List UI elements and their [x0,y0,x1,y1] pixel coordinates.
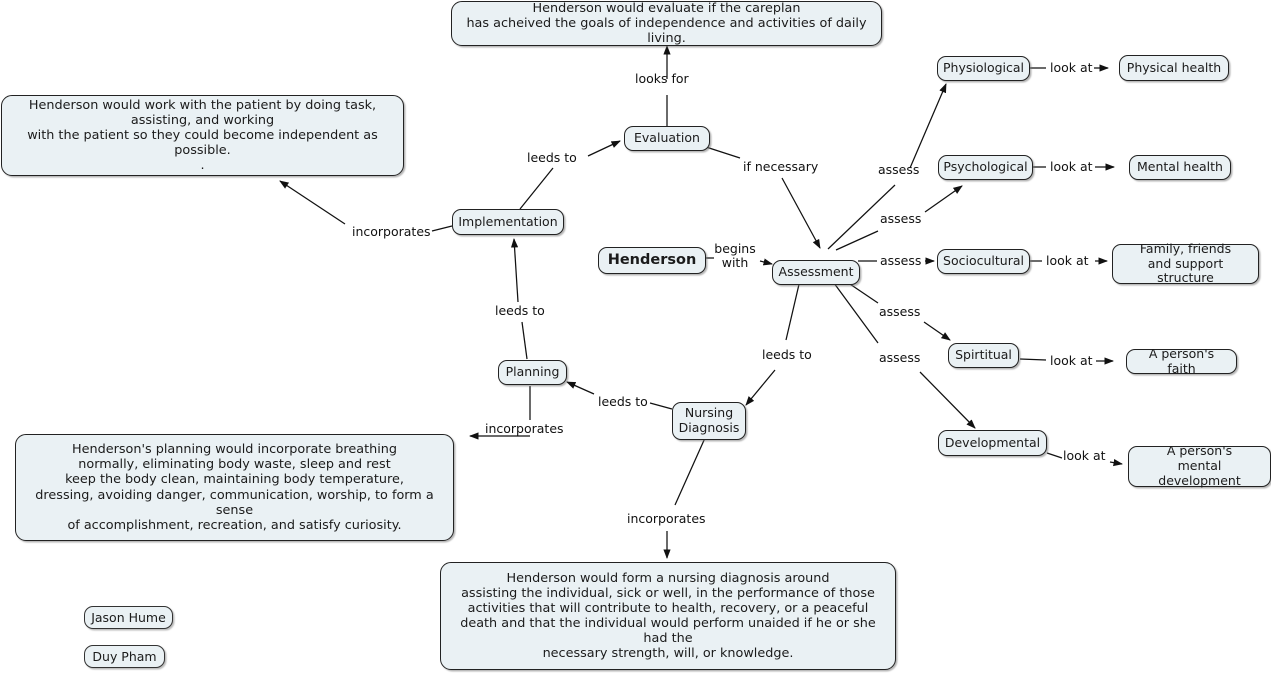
edge-label-assess-sociocultural: assess [880,253,922,268]
node-henderson-root[interactable]: Henderson [598,247,706,274]
edge-label-if-necessary: if necessary [743,159,819,174]
node-sociocultural[interactable]: Sociocultural [937,249,1030,274]
node-mental-development[interactable]: A person's mental development [1128,444,1271,488]
node-persons-faith[interactable]: A person's faith [1126,346,1237,375]
node-assessment[interactable]: Assessment [772,260,860,285]
edge-label-incorporates-planning: incorporates [485,421,564,436]
edge-label-assess-developmental: assess [879,350,921,365]
edge-label-look-at-mental-health: look at [1050,159,1093,174]
edge-label-assess-physiological: assess [878,162,920,177]
edge-label-look-at-mental-development: look at [1063,448,1106,463]
author-badge-duy-pham[interactable]: Duy Pham [84,645,165,668]
node-nursing-diagnosis-note[interactable]: Henderson would form a nursing diagnosis… [440,562,896,670]
edge-label-leeds-to-evaluation: leeds to [527,150,577,165]
edge-label-incorporates-implementation: incorporates [352,224,431,239]
node-evaluation-note[interactable]: Henderson would evaluate if the careplan… [451,1,882,46]
edge-label-look-at-physical-health: look at [1050,60,1093,75]
node-evaluation[interactable]: Evaluation [624,126,710,151]
edge-label-leeds-to-nursing-diagnosis: leeds to [762,347,812,362]
node-spiritual[interactable]: Spirtitual [948,343,1019,368]
edge-label-leeds-to-planning: leeds to [598,394,648,409]
node-physical-health[interactable]: Physical health [1119,55,1229,81]
node-planning[interactable]: Planning [498,360,567,385]
node-mental-health[interactable]: Mental health [1129,155,1231,180]
edge-label-assess-psychological: assess [880,211,922,226]
edge-label-assess-spiritual: assess [879,304,921,319]
edge-label-begins-with: begins with [714,241,756,271]
node-implementation-note[interactable]: Henderson would work with the patient by… [1,95,404,176]
edge-label-leeds-to-implementation: leeds to [495,303,545,318]
node-nursing-diagnosis[interactable]: Nursing Diagnosis [672,402,746,440]
node-physiological[interactable]: Physiological [937,56,1030,81]
node-planning-note[interactable]: Henderson's planning would incorporate b… [15,434,454,541]
edge-label-incorporates-nursing-diagnosis: incorporates [627,511,706,526]
edge-label-look-at-persons-faith: look at [1050,353,1093,368]
node-psychological[interactable]: Psychological [938,155,1033,180]
node-implementation[interactable]: Implementation [452,209,564,235]
edge-label-looks-for: looks for [635,71,689,86]
node-family-friends[interactable]: Family, friends and support structure [1112,241,1259,285]
node-developmental[interactable]: Developmental [938,430,1047,456]
edge-label-look-at-family-friends: look at [1046,253,1089,268]
author-badge-jason-hume[interactable]: Jason Hume [84,606,173,629]
